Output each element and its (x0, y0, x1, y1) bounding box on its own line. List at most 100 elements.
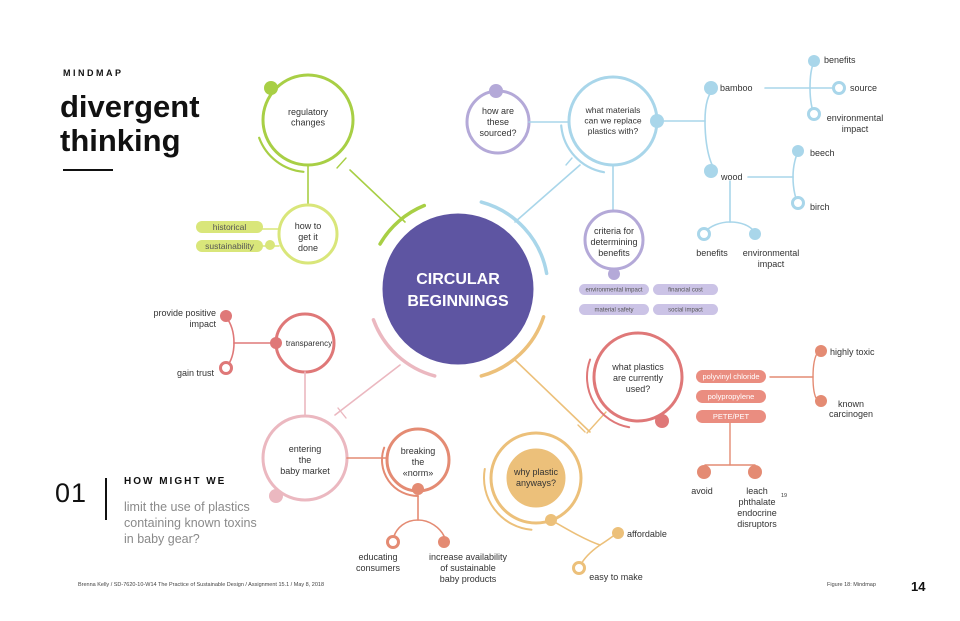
center-to-baby-market-line (334, 364, 401, 416)
node-ring (697, 227, 711, 241)
leaf-label: benefits (696, 248, 728, 258)
node-dot (792, 145, 804, 157)
node-ring (807, 107, 821, 121)
tag-polypropylene (696, 390, 766, 403)
tag-polyvinyl-chloride (696, 370, 766, 383)
leaf-label: gain trust (177, 368, 215, 378)
node-dot (489, 84, 503, 98)
node-dot (815, 395, 827, 407)
tag-pete-pet (696, 410, 766, 423)
title-underline (63, 169, 113, 171)
leaf-label: birch (810, 202, 830, 212)
leaf-label: benefits (824, 55, 856, 65)
center-accent-arc (479, 200, 549, 276)
center-accent-arc (479, 315, 546, 378)
node-ring (572, 561, 586, 575)
center-node (382, 213, 534, 365)
page-number: 14 (911, 579, 926, 594)
connector-curve (812, 351, 819, 378)
node-accent-arc (381, 446, 419, 497)
tag-label: financial cost (668, 288, 703, 294)
node-dot (704, 164, 718, 178)
tag-label: historical (213, 222, 247, 232)
tag-label: material safety (594, 308, 633, 314)
page-title: divergent thinking (60, 89, 200, 158)
tag-sustainability (196, 240, 263, 252)
leaf-label: avoid (691, 486, 713, 496)
connector-curve (550, 519, 601, 546)
figure-caption: Figure 18: Mindmap (827, 582, 876, 588)
node-dot (608, 268, 620, 280)
center-to-materials-line (514, 164, 581, 223)
tag-pill (579, 304, 649, 315)
center-accent-arc (378, 203, 427, 246)
node-dot (264, 81, 278, 95)
node-dot (650, 114, 664, 128)
connector-curve (393, 519, 419, 537)
node-dot (612, 527, 624, 539)
node-dot (815, 345, 827, 357)
node-dot (748, 465, 762, 479)
node-dot (265, 240, 275, 250)
leaf-label: affordable (627, 529, 667, 539)
node-accent-arc (560, 124, 606, 174)
connector-tick (337, 407, 347, 419)
tag-pill (579, 284, 649, 295)
tag-label: sustainability (205, 241, 254, 251)
connector-curve (417, 519, 445, 537)
why-node-fill (506, 448, 566, 508)
node-ring (791, 196, 805, 210)
node-ring (386, 535, 400, 549)
prompt-number: 01 (55, 478, 88, 508)
how-to-node (277, 203, 339, 265)
footer-credit: Brenna Kelly / SD-7620-10-W14 The Practi… (78, 582, 325, 588)
connector-curve (704, 120, 716, 171)
connector-tick (586, 411, 607, 434)
transparency-label: transparency (286, 339, 332, 348)
node-ring (219, 361, 233, 375)
leaf-label: source (850, 83, 877, 93)
node-dot (412, 483, 424, 495)
tag-label: PETE/PET (713, 412, 750, 421)
node-dot (808, 55, 820, 67)
tag-label: polypropylene (708, 392, 755, 401)
eyebrow-label: MINDMAP (63, 68, 124, 78)
bamboo-label: bamboo (720, 83, 753, 93)
tag-label: social impact (668, 308, 703, 314)
node-dot (749, 228, 761, 240)
node-dot (697, 465, 711, 479)
node-ring (832, 81, 846, 95)
node-dot (655, 414, 669, 428)
wood-label: wood (720, 172, 743, 182)
node-accent-arc (586, 358, 631, 429)
node-dot (438, 536, 450, 548)
center-to-regulatory-line (349, 169, 406, 223)
prompt-text: limit the use of plastics containing kno… (124, 500, 257, 546)
leaf-label: easy to make (589, 572, 643, 582)
tag-pill (653, 304, 718, 315)
tag-label: environmental impact (585, 288, 642, 294)
prompt-heading: HOW MIGHT WE (124, 476, 227, 487)
tag-pill (653, 284, 718, 295)
connector-tick (336, 157, 347, 169)
node-dot (220, 310, 232, 322)
connector-tick (577, 424, 586, 433)
center-accent-arc (371, 318, 437, 378)
